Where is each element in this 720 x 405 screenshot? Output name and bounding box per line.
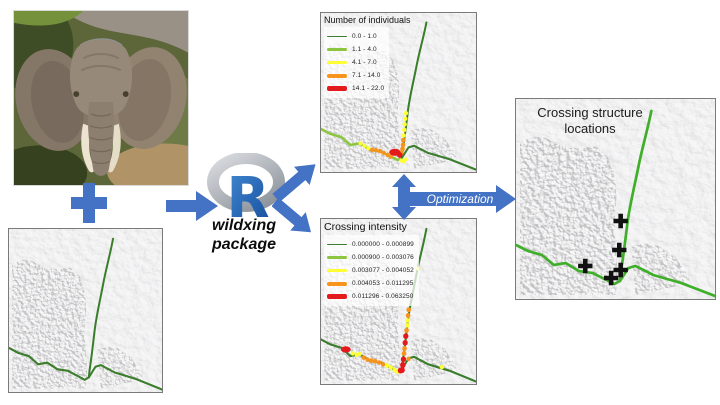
legend-label: 0.004053 - 0.011295 xyxy=(352,280,414,287)
route-path xyxy=(9,237,162,391)
crossing-marker-icon xyxy=(612,242,627,258)
arrow-right-icon xyxy=(166,191,218,221)
individuals-dots xyxy=(358,110,409,164)
individuals-legend: Number of individuals 0.0 - 1.0 1.1 - 4.… xyxy=(324,15,411,98)
map-structures: Crossing structure locations xyxy=(515,98,716,300)
legend-swatch xyxy=(327,243,347,246)
legend-row: 0.0 - 1.0 xyxy=(327,30,384,43)
intensity-legend: Crossing intensity 0.000000 - 0.000899 0… xyxy=(324,221,419,306)
crossing-marker-icon xyxy=(613,262,628,278)
elephant-tusk-right xyxy=(107,123,121,173)
r-letter: R xyxy=(226,166,269,225)
map-intensity: Crossing intensity 0.000000 - 0.000899 0… xyxy=(320,218,477,385)
legend-label: 4.1 - 7.0 xyxy=(352,59,377,66)
package-name-line2: package xyxy=(211,236,277,253)
arrow-down-right-icon xyxy=(272,197,312,233)
legend-row: 0.000000 - 0.000899 xyxy=(327,238,414,251)
map-input-terrain xyxy=(8,228,163,393)
legend-swatch xyxy=(327,281,347,286)
map-individuals: Number of individuals 0.0 - 1.0 1.1 - 4.… xyxy=(320,12,477,173)
terrain-input xyxy=(9,229,162,392)
elephant-eye-right xyxy=(122,91,129,98)
crossing-marker-icon xyxy=(603,270,619,286)
legend-row: 0.003077 - 0.004052 xyxy=(327,264,414,277)
legend-label: 0.011296 - 0.063250 xyxy=(352,293,414,300)
split-arrows xyxy=(272,164,316,233)
terrain-structures xyxy=(516,99,715,299)
legend-swatch xyxy=(327,73,347,78)
legend-row: 0.000900 - 0.003076 xyxy=(327,251,414,264)
r-logo: R xyxy=(207,153,285,225)
elephant-tusk-left xyxy=(81,123,95,173)
legend-title: Crossing intensity xyxy=(324,221,407,233)
legend-swatch xyxy=(327,35,347,38)
legend-swatch xyxy=(327,256,347,259)
legend-label: 1.1 - 4.0 xyxy=(352,46,377,53)
legend-swatch xyxy=(327,60,347,65)
plus-icon xyxy=(71,183,107,223)
intensity-dots xyxy=(340,266,445,374)
legend-swatch xyxy=(327,86,347,91)
legend-label: 7.1 - 14.0 xyxy=(352,72,381,79)
legend-swatch xyxy=(327,48,347,51)
structures-title-line1: Crossing structure xyxy=(537,105,643,120)
elephant-trunk xyxy=(87,101,115,176)
r-logo-ring xyxy=(207,153,285,212)
legend-row: 4.1 - 7.0 xyxy=(327,56,384,69)
package-name: wildxing package xyxy=(188,216,300,254)
optimization-label: Optimization xyxy=(426,192,494,206)
elephant-photo xyxy=(13,10,189,186)
legend-label: 0.0 - 1.0 xyxy=(352,33,377,40)
package-name-line1: wildxing xyxy=(212,217,276,234)
crossing-marker-icon xyxy=(613,213,628,229)
optimization-arrow-icon xyxy=(408,185,516,213)
legend-title: Number of individuals xyxy=(324,15,411,25)
legend-swatch xyxy=(327,294,347,299)
arrow-up-right-icon xyxy=(272,164,316,203)
legend-row: 14.1 - 22.0 xyxy=(327,82,384,95)
legend-label: 0.000900 - 0.003076 xyxy=(352,254,414,261)
legend-label: 0.003077 - 0.004052 xyxy=(352,267,414,274)
legend-label: 0.000000 - 0.000899 xyxy=(352,241,414,248)
legend-row: 0.004053 - 0.011295 xyxy=(327,277,414,290)
elephant-eye-left xyxy=(73,91,80,98)
legend-row: 1.1 - 4.0 xyxy=(327,43,384,56)
double-arrow-vertical-icon xyxy=(392,174,416,220)
legend-swatch xyxy=(327,268,347,273)
crossing-markers xyxy=(578,213,628,286)
structures-title-line2: locations xyxy=(564,121,616,136)
legend-label: 14.1 - 22.0 xyxy=(352,85,385,92)
legend-row: 7.1 - 14.0 xyxy=(327,69,384,82)
crossing-marker-icon xyxy=(578,258,593,274)
legend-row: 0.011296 - 0.063250 xyxy=(327,290,414,303)
structures-title: Crossing structure locations xyxy=(532,105,648,137)
